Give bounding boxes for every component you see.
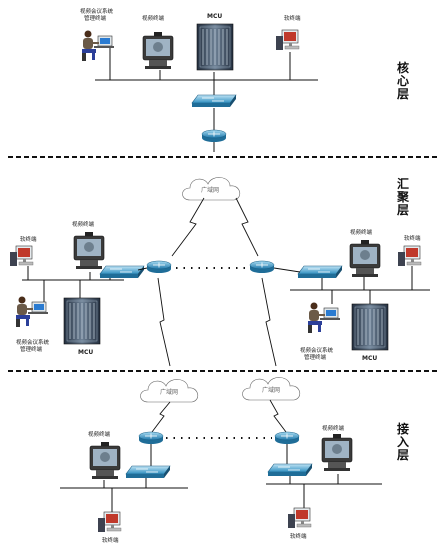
access-left-soft-terminal-icon — [97, 511, 122, 533]
label-agg-right-mcu: MCU — [362, 355, 377, 362]
agg-router-right-icon — [249, 260, 275, 274]
label-video-terminal: 视频终端 — [142, 14, 165, 22]
label-agg-right-video: 视频终端 — [350, 228, 373, 236]
label-agg-left-mgmt: 视频会议系统管理终端 — [16, 338, 50, 353]
label-access-left-video: 视频终端 — [88, 430, 111, 438]
agg-left-mgmt-icon — [15, 296, 49, 328]
access-layer: 广域网 广域网 视频终端 软终端 视频终端 软终端 — [60, 377, 382, 544]
agg-right-soft-terminal-icon — [397, 245, 422, 267]
access-router-right-icon — [274, 431, 300, 445]
label-mgmt-terminal: 视频会议系统管理终端 — [80, 7, 114, 22]
layer-label-core: 核心层 — [397, 60, 409, 101]
video-terminal-icon — [142, 31, 174, 70]
label-soft-terminal: 软终端 — [284, 14, 301, 22]
core-switch-icon — [191, 94, 237, 108]
layer-label-aggregation: 汇聚层 — [396, 177, 410, 217]
label-access-right-soft: 软终端 — [290, 532, 307, 540]
access-right-video-terminal-icon — [321, 433, 353, 472]
agg-left-video-terminal-icon — [73, 231, 105, 270]
agg-router-left-icon — [146, 260, 172, 274]
access-right-soft-terminal-icon — [287, 507, 312, 529]
agg-switch-right-icon — [297, 265, 343, 279]
aggregation-layer: 广域网 软终端 视频终端 视频会议系统管理终端 MCU 视 — [9, 177, 430, 367]
label-agg-left-soft: 软终端 — [20, 235, 37, 243]
label-mcu-core: MCU — [207, 13, 222, 20]
label-wan-access-right: 广域网 — [262, 386, 280, 394]
agg-right-mgmt-icon — [307, 302, 341, 334]
mgmt-terminal-icon — [81, 30, 115, 62]
access-switch-left-icon — [125, 465, 171, 479]
access-left-video-terminal-icon — [89, 441, 121, 480]
core-router-icon — [201, 129, 227, 143]
label-agg-right-mgmt: 视频会议系统管理终端 — [300, 346, 334, 361]
agg-right-video-terminal-icon — [349, 239, 381, 278]
access-router-left-icon — [138, 431, 164, 445]
label-agg-left-video: 视频终端 — [72, 220, 95, 228]
agg-left-soft-terminal-icon — [9, 245, 34, 267]
layer-label-access: 接入层 — [397, 421, 409, 462]
label-agg-left-mcu: MCU — [78, 349, 93, 356]
label-wan-access-left: 广域网 — [160, 388, 178, 396]
agg-right-mcu-icon — [351, 303, 389, 351]
core-layer: 视频会议系统管理终端 视频终端 MCU 软终端 — [80, 7, 318, 152]
label-access-right-video: 视频终端 — [322, 424, 345, 432]
label-wan-aggregation: 广域网 — [201, 186, 219, 194]
agg-switch-left-icon — [99, 265, 145, 279]
soft-terminal-icon — [275, 29, 300, 51]
mcu-icon — [196, 23, 234, 71]
label-agg-right-soft: 软终端 — [404, 234, 421, 242]
access-switch-right-icon — [267, 463, 313, 477]
agg-left-mcu-icon — [63, 297, 101, 345]
label-access-left-soft: 软终端 — [102, 536, 119, 544]
